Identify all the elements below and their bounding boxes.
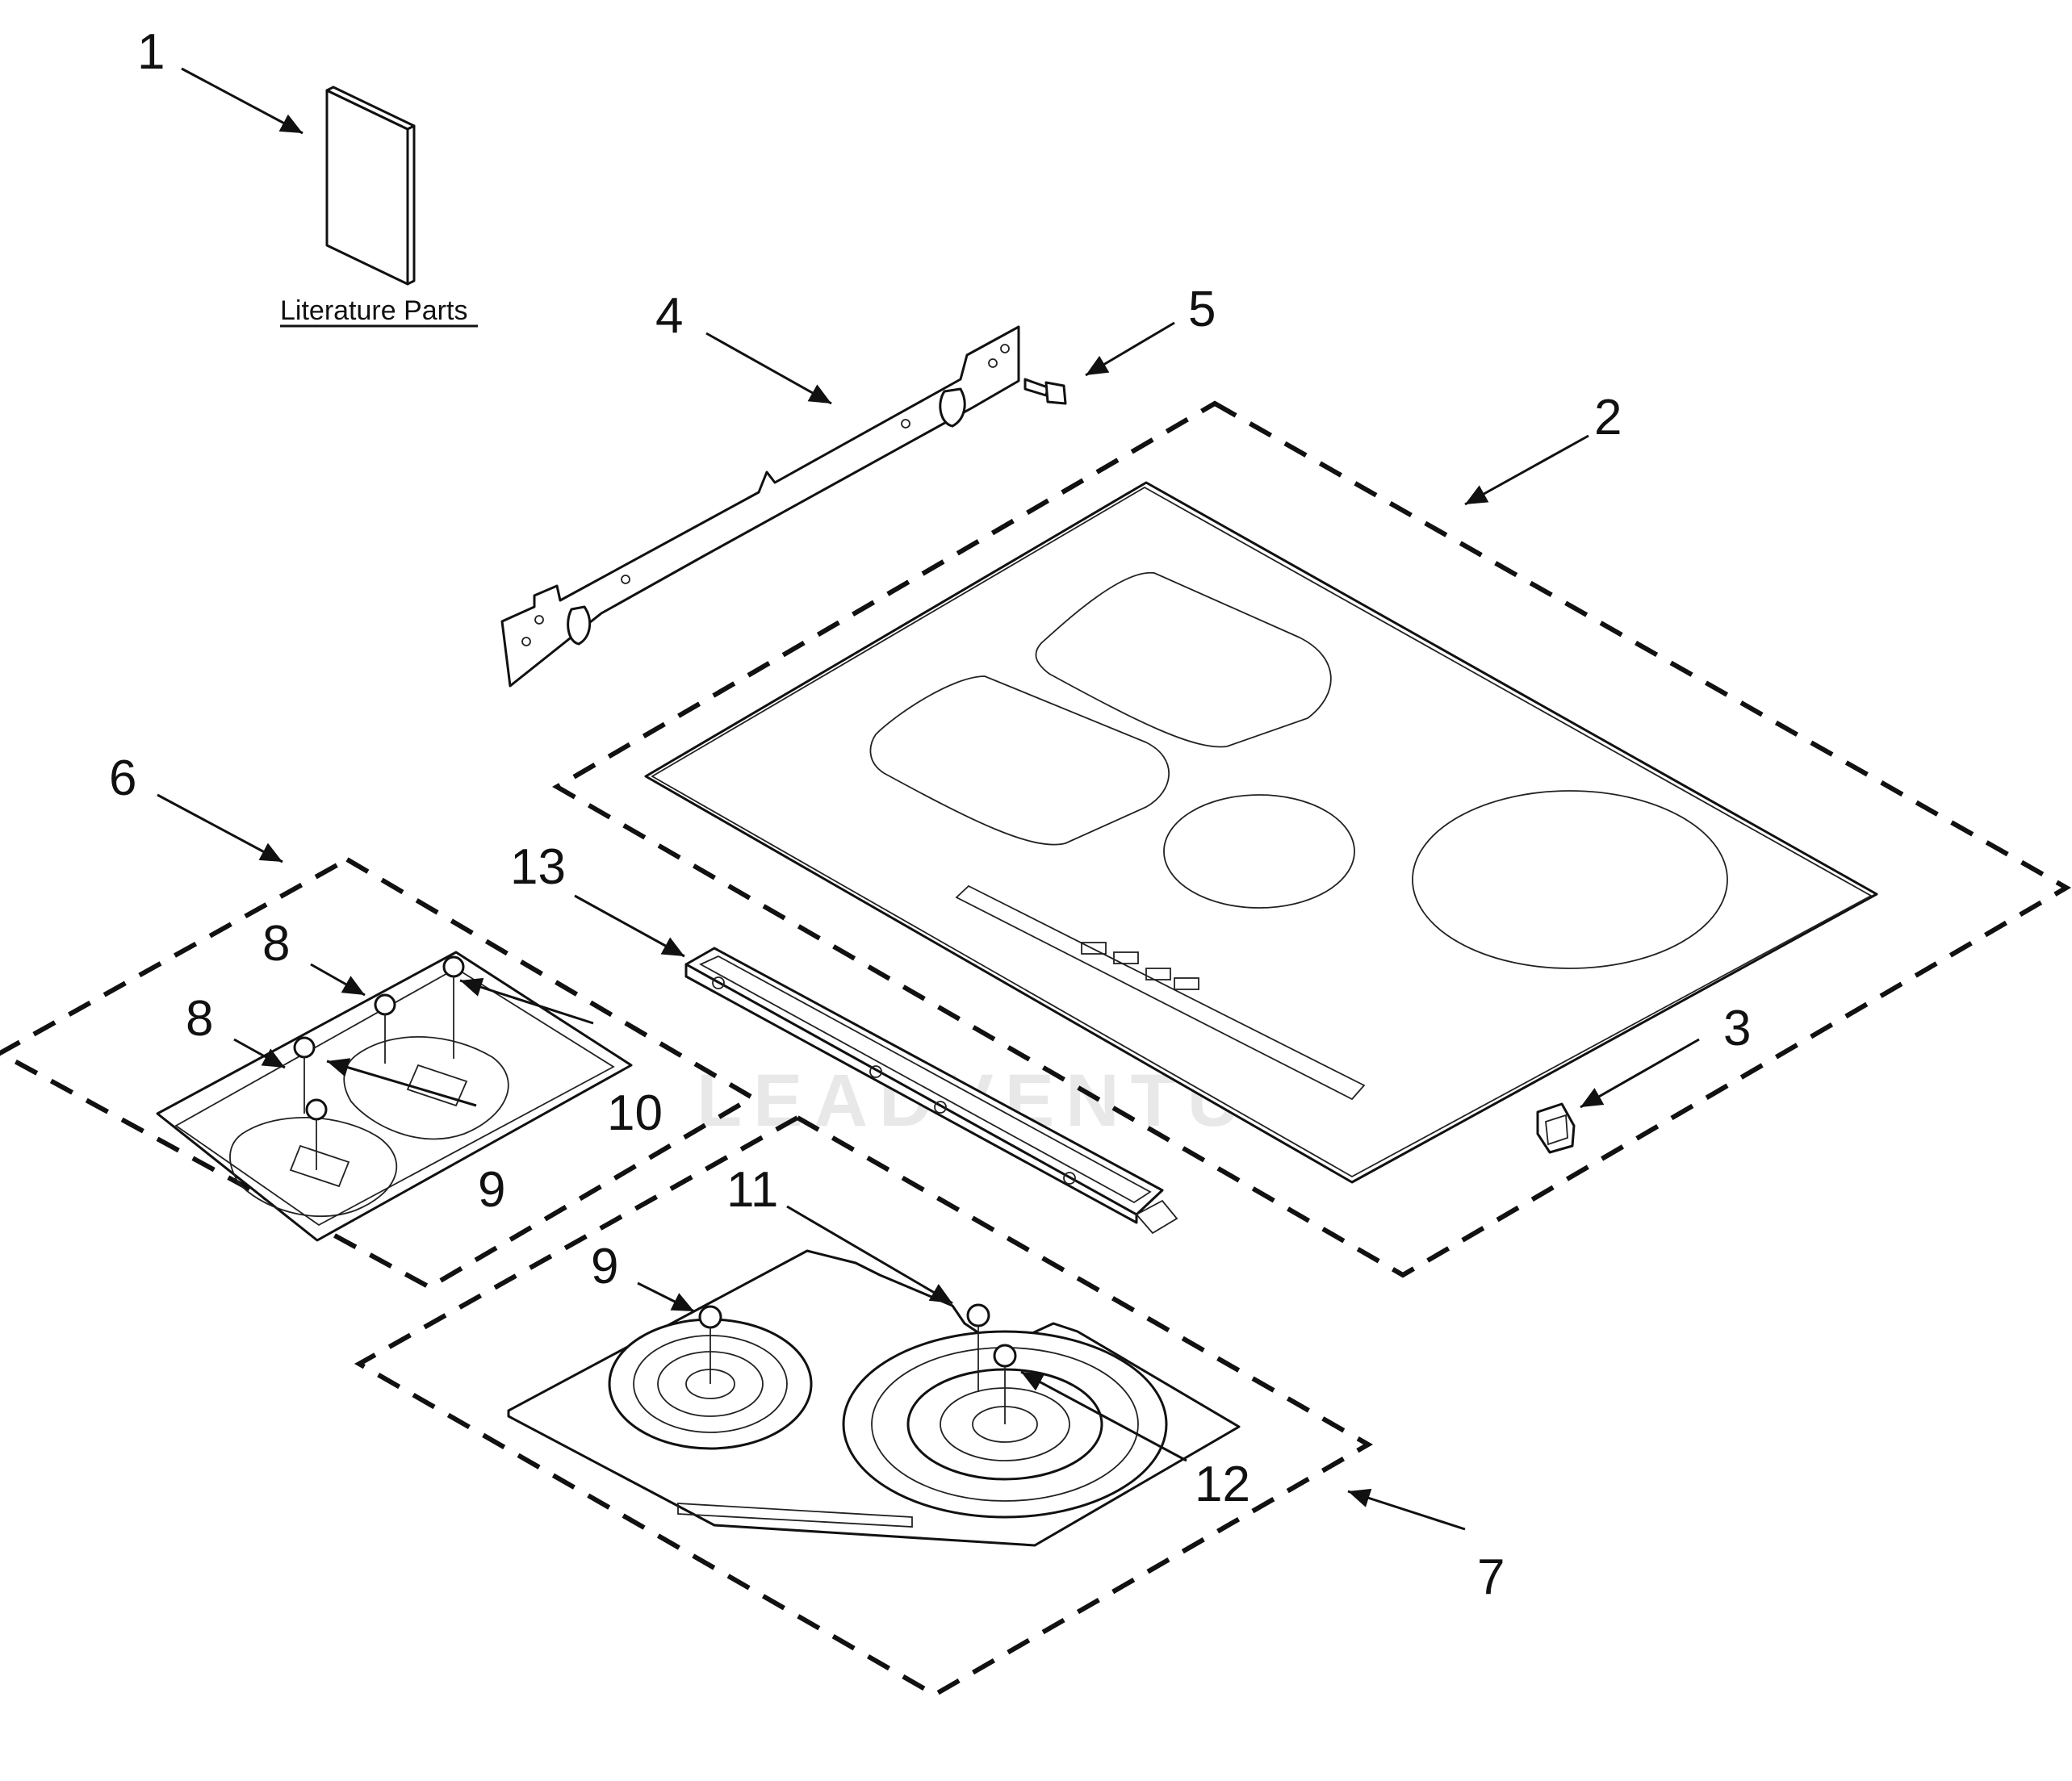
mounting-stud [966, 1303, 990, 1392]
callout-3: 3 [1723, 1001, 1751, 1056]
callout-9-left: 9 [478, 1162, 505, 1218]
assembly-boundary-6 [0, 856, 757, 1290]
callout-6: 6 [109, 750, 136, 806]
mounting-stud [993, 1344, 1017, 1424]
callout-8-lower: 8 [186, 991, 213, 1047]
screw [1023, 378, 1067, 405]
assembly-boundary-2 [552, 400, 2072, 1278]
element-assembly-6 [0, 856, 757, 1290]
mounting-stud [442, 955, 465, 1059]
control-board [684, 947, 1178, 1235]
callout-numbers: 1 4 5 2 3 6 13 8 8 10 9 11 9 12 7 [109, 24, 1751, 1605]
callout-13: 13 [510, 839, 566, 895]
callout-7: 7 [1477, 1549, 1505, 1605]
mounting-stud [293, 1036, 316, 1114]
callout-4: 4 [655, 288, 683, 344]
mounting-stud [305, 1098, 328, 1170]
leader-lines [157, 67, 1700, 1531]
assembly-boundary-7 [354, 1114, 1374, 1698]
callout-12: 12 [1195, 1457, 1250, 1512]
literature-booklet: Literature Parts [280, 86, 478, 328]
mounting-stud [374, 993, 396, 1064]
callout-5: 5 [1188, 282, 1216, 337]
callout-9-right: 9 [591, 1239, 618, 1294]
control-bracket [500, 325, 1020, 688]
mounting-stud [698, 1305, 722, 1384]
callout-2: 2 [1594, 390, 1622, 445]
cooktop-glass [552, 400, 2072, 1278]
element-assembly-7 [354, 1114, 1374, 1698]
mounting-clip [1536, 1102, 1576, 1154]
callout-8-upper: 8 [262, 916, 290, 972]
literature-parts-label: Literature Parts [280, 295, 467, 326]
callout-11: 11 [726, 1162, 778, 1218]
callout-10: 10 [607, 1085, 663, 1141]
callout-1: 1 [137, 24, 165, 80]
